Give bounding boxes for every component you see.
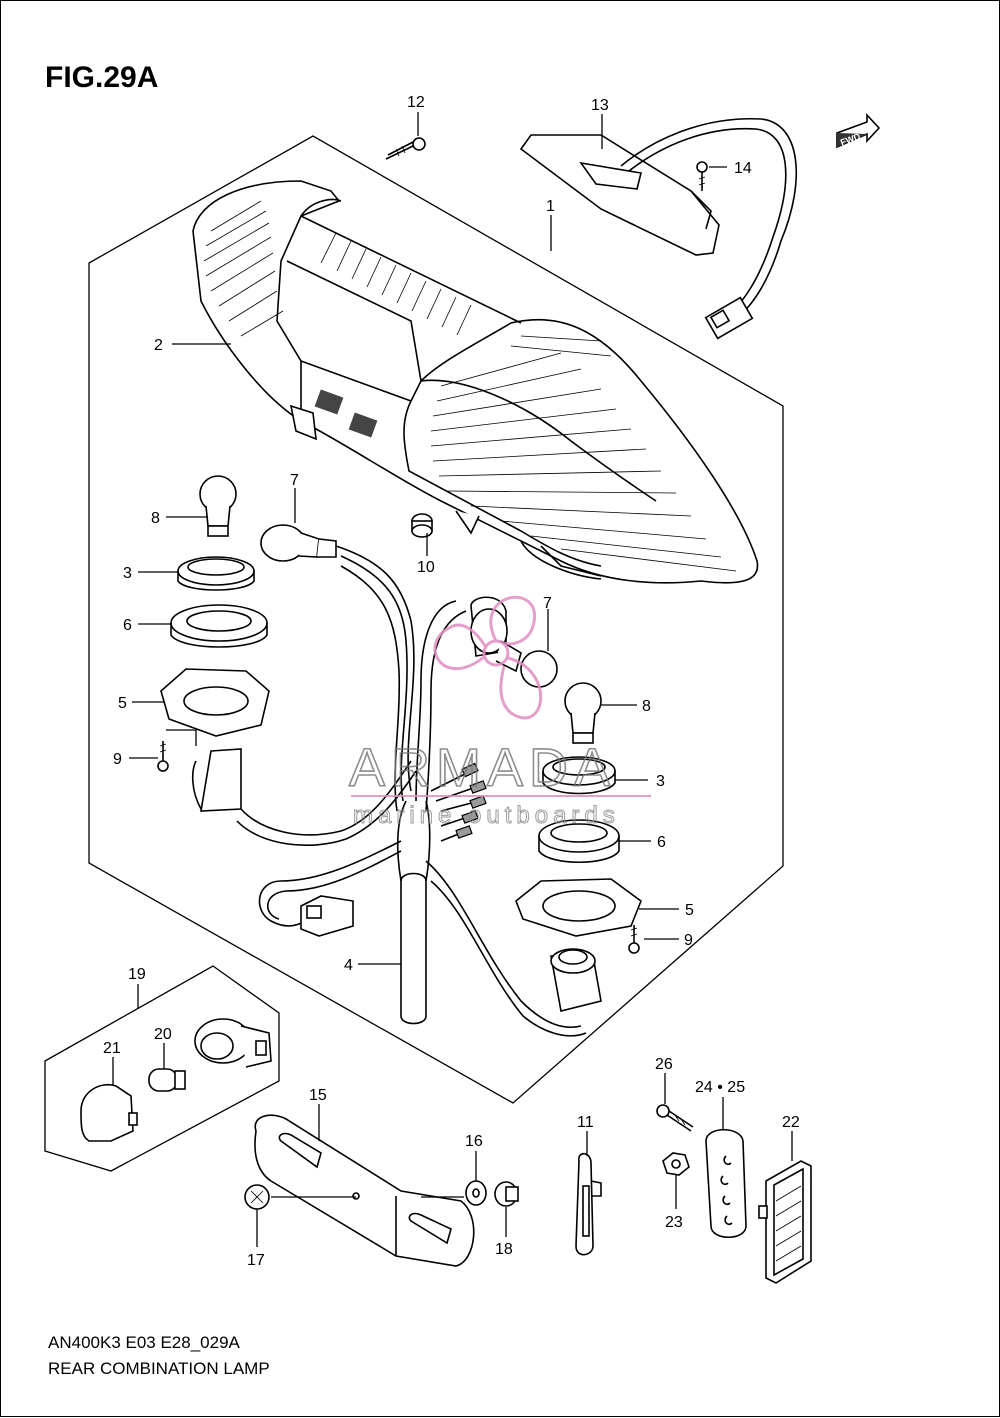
- gasket-5-left-icon: [160, 668, 270, 737]
- strap-11-icon: [575, 1152, 602, 1256]
- bulb-8-right-icon: [564, 682, 602, 744]
- watermark-tagline: marine outboards: [353, 802, 620, 829]
- callout-15: 15: [309, 1087, 327, 1104]
- screw-9-left-icon: [157, 741, 169, 772]
- callout-2: 2: [154, 337, 163, 354]
- fwd-arrow-icon: FWD: [836, 112, 881, 149]
- cover-21-icon: [80, 1084, 138, 1142]
- callout-22: 22: [782, 1114, 800, 1131]
- screw-14-icon: [696, 161, 708, 191]
- bracket-15-icon: [254, 1114, 475, 1267]
- screw-12-icon: [385, 137, 426, 160]
- callout-26: 26: [655, 1056, 673, 1073]
- callout-14: 14: [734, 160, 752, 177]
- sub-assembly-outline: [44, 965, 280, 1172]
- callout-7-left: 7: [290, 472, 299, 489]
- callout-6-left: 6: [123, 617, 132, 634]
- reflector-22-icon: [758, 1160, 812, 1284]
- callout-labels: 12 13 14 1 2 7 8 10 3 6 7 5 8 9 3 6 5 9 …: [103, 94, 800, 1269]
- callout-5-left: 5: [118, 695, 127, 712]
- socket-19-icon: [194, 1018, 272, 1068]
- callout-1: 1: [546, 198, 555, 215]
- bulb-20-icon: [148, 1068, 186, 1092]
- callout-17: 17: [247, 1252, 265, 1269]
- bulb-7-left-icon: [260, 524, 337, 562]
- washer-16-icon: [465, 1180, 487, 1206]
- screw-9-right-icon: [628, 925, 640, 954]
- bulb-8-left-icon: [199, 475, 237, 537]
- socket-3-left-icon: [177, 556, 255, 591]
- propeller-logo-icon: [433, 595, 543, 720]
- callout-19: 19: [128, 966, 146, 983]
- gasket-5-right-icon: [515, 878, 642, 937]
- callout-23: 23: [665, 1214, 683, 1231]
- clip-17-icon: [244, 1184, 270, 1210]
- callout-11: 11: [577, 1114, 594, 1131]
- lamp-housing-1-icon: [192, 180, 759, 584]
- figure-title: FIG.29A: [45, 61, 159, 94]
- callout-13: 13: [591, 97, 609, 114]
- callout-4: 4: [344, 957, 353, 974]
- callout-8-left: 8: [151, 510, 160, 527]
- watermark: ARMADA marine outboards: [348, 595, 651, 830]
- callout-5-right: 5: [685, 902, 694, 919]
- wire-harness-4-icon: [191, 545, 602, 1037]
- callout-9-left: 9: [113, 751, 122, 768]
- license-lamp-13-icon: [519, 117, 798, 340]
- callout-24-25: 24 • 25: [695, 1079, 745, 1096]
- nut-18-icon: [494, 1181, 519, 1207]
- callout-8-right: 8: [642, 698, 651, 715]
- callout-3-right: 3: [656, 773, 665, 790]
- ring-6-left-icon: [170, 604, 268, 648]
- socket-3-right-icon: [542, 756, 616, 795]
- grommet-10-icon: [411, 513, 433, 538]
- callout-6-right: 6: [657, 834, 666, 851]
- callout-7-right: 7: [543, 595, 552, 612]
- callout-16: 16: [465, 1133, 483, 1150]
- leader-lines: [112, 112, 793, 1247]
- nut-23-icon: [662, 1152, 690, 1176]
- screw-26-icon: [656, 1104, 694, 1132]
- ring-6-right-icon: [538, 819, 620, 864]
- callout-10: 10: [417, 559, 435, 576]
- callout-3-left: 3: [123, 565, 132, 582]
- callout-12: 12: [407, 94, 425, 111]
- callout-9-right: 9: [684, 932, 693, 949]
- assembly-outline: [88, 135, 784, 1104]
- callout-21: 21: [103, 1040, 121, 1057]
- callout-20: 20: [154, 1026, 172, 1043]
- watermark-brand: ARMADA: [349, 738, 616, 798]
- figure-name: REAR COMBINATION LAMP: [48, 1359, 270, 1378]
- figure-code: AN400K3 E03 E28_029A: [48, 1333, 240, 1352]
- reflector-24-25-icon: [705, 1129, 747, 1238]
- callout-18: 18: [495, 1241, 513, 1258]
